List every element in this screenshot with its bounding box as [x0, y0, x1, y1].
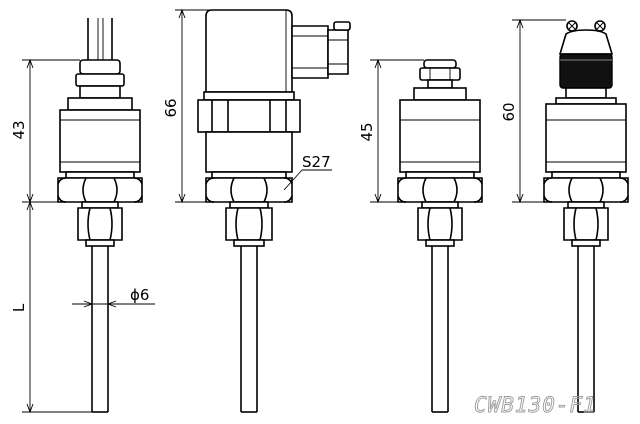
dimension-diameter-label: ϕ6	[130, 286, 149, 304]
variant-1-cable-sensor	[57, 18, 143, 413]
model-label: CWB130-F1	[474, 393, 597, 417]
variant-2-dimensions: 66 S27	[162, 8, 332, 204]
dimension-45-label: 45	[358, 122, 376, 141]
dimension-60-label: 60	[500, 102, 518, 121]
dimension-s27-label: S27	[302, 153, 331, 171]
variant-4-dimensions: 60	[500, 18, 566, 204]
dimension-L-label: L	[10, 303, 28, 312]
variant-3-dimensions: 45	[358, 58, 424, 204]
variant-2-din-connector-sensor	[197, 9, 351, 413]
variant-3-plug-sensor	[397, 59, 483, 413]
dimension-66-label: 66	[162, 98, 180, 117]
variant-1-dimensions: 43 L ϕ6	[10, 58, 155, 414]
dimension-43-label: 43	[10, 120, 28, 139]
variant-4-m12-connector-sensor	[543, 20, 629, 413]
